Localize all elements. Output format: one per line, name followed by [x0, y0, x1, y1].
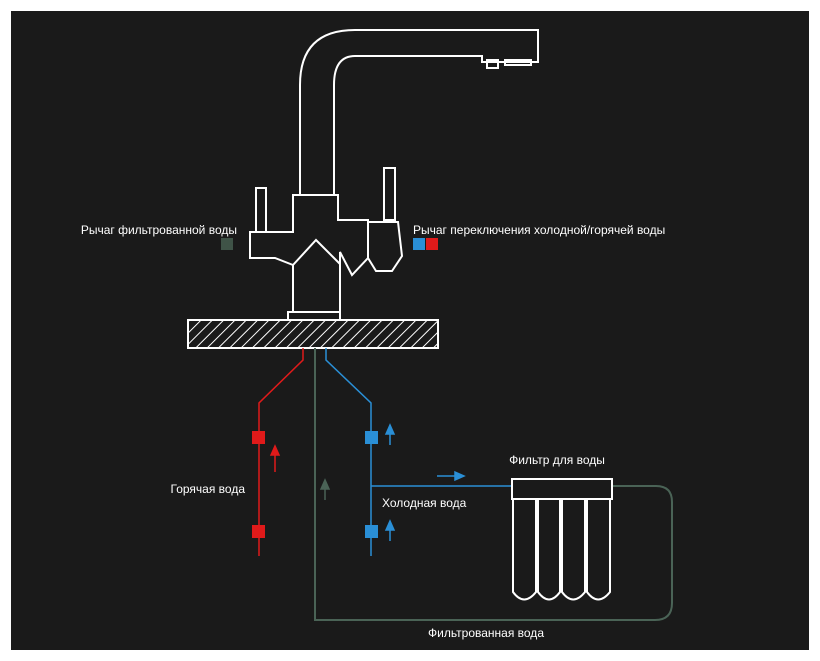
faucet-inner-chevron: [292, 238, 341, 266]
filtered-lever-handle: [255, 187, 267, 233]
filter-label: Фильтр для воды: [509, 453, 605, 467]
faucet-aerator-2: [504, 59, 532, 66]
filtered-water-label: Фильтрованная вода: [428, 626, 544, 640]
arrow-icon: [319, 478, 331, 500]
switch-lever-body: [367, 221, 404, 272]
cold-water-label: Холодная вода: [382, 496, 467, 510]
water-filter: [511, 478, 613, 601]
cold-valve-lower: [365, 525, 378, 538]
cold-water-pipe: [325, 348, 372, 556]
filter-cartridge: [537, 500, 561, 601]
hot-valve-lower: [252, 525, 265, 538]
arrow-icon: [384, 423, 396, 445]
filter-cartridge: [512, 500, 537, 601]
switch-lever-handle: [383, 167, 396, 221]
filtered-water-pipe: [314, 348, 673, 621]
hot-valve-upper: [252, 431, 265, 444]
hot-water-pipe: [258, 348, 304, 556]
switch-lever-swatch-hot: [426, 238, 438, 250]
arrow-icon: [437, 470, 466, 482]
filtered-lever-swatch: [221, 238, 233, 250]
filter-cartridge: [586, 500, 611, 601]
arrow-icon: [384, 519, 396, 541]
countertop: [187, 319, 439, 349]
filter-head: [511, 478, 613, 500]
faucet-aerator: [486, 59, 499, 69]
filter-cartridge: [561, 500, 586, 601]
cold-valve-upper: [365, 431, 378, 444]
faucet-spout: [299, 29, 539, 196]
arrow-icon: [269, 444, 281, 472]
switch-lever-label: Рычаг переключения холодной/горячей воды: [413, 223, 665, 237]
hot-water-label: Горячая вода: [171, 482, 246, 496]
switch-lever-swatch-cold: [413, 238, 425, 250]
filtered-lever-label: Рычаг фильтрованной воды: [81, 223, 237, 237]
